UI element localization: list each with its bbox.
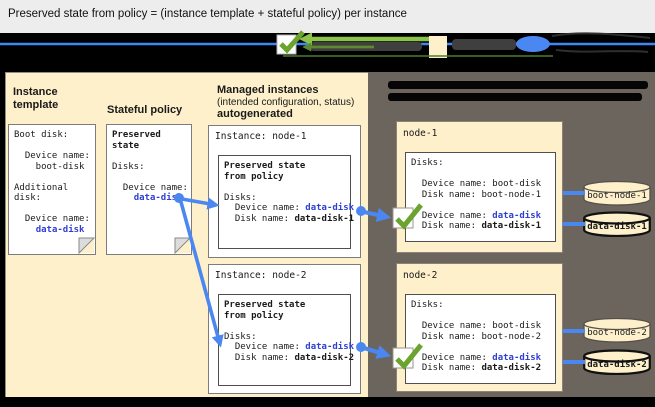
- bottom-bar: [0, 397, 655, 407]
- managed-instances-subheading: (intended configuration, status): [217, 97, 355, 108]
- disk-cylinder-boot-node-1: boot-node-1: [583, 180, 651, 206]
- mig-config-panel: Instance template Stateful policy Manage…: [5, 72, 369, 398]
- instance-template-doc: Boot disk: Device name: boot-disk Additi…: [8, 124, 96, 255]
- legend-scribble: [551, 32, 651, 39]
- legend-check-icon: [276, 30, 305, 55]
- vm-disks-box-node-1: Disks: Device name: boot-disk Disk name:…: [405, 152, 556, 242]
- title-bar: Preserved state from policy = (instance …: [0, 0, 655, 33]
- disk-icon: [583, 211, 651, 237]
- legend-bar: [0, 30, 655, 58]
- vm-instances-panel: node-1 Disks: Device name: boot-disk Dis…: [368, 72, 655, 397]
- vm-disks-content: Disks: Device name: boot-disk Disk name:…: [411, 300, 542, 373]
- legend-disk-swatch: [429, 36, 447, 58]
- managed-instance-title: Instance: node-1: [215, 131, 307, 142]
- disk-label: boot-node-2: [587, 328, 647, 338]
- vm-disks-content: Disks: Device name: boot-disk Disk name:…: [411, 158, 542, 231]
- page-title: Preserved state from policy = (instance …: [8, 8, 407, 20]
- disk-cylinder-data-disk-1: data-disk-1: [583, 211, 651, 237]
- vm-node-name: node-2: [403, 270, 438, 281]
- stateful-policy-heading: Stateful policy: [107, 104, 183, 116]
- managed-instance-title: Instance: node-2: [215, 270, 307, 281]
- legend-scribble: [555, 49, 649, 53]
- disk-icon: [583, 317, 651, 343]
- vm-node-name: node-1: [403, 128, 438, 139]
- vm-disks-box-node-2: Disks: Device name: boot-disk Disk name:…: [405, 294, 556, 384]
- disk-cylinder-data-disk-2: data-disk-2: [583, 349, 651, 375]
- disk-label: boot-node-1: [587, 191, 647, 201]
- panel-heading-redacted-line: [388, 81, 648, 89]
- vm-node-2: node-2 Disks: Device name: boot-disk Dis…: [396, 263, 563, 392]
- disk-icon: [583, 349, 651, 375]
- disk-cylinder-boot-node-2: boot-node-2: [583, 317, 651, 343]
- managed-instances-heading: Managed instances: [217, 84, 319, 96]
- vm-node-1: node-1 Disks: Device name: boot-disk Dis…: [396, 121, 563, 253]
- panel-heading-redacted-line: [388, 93, 642, 101]
- disk-icon: [583, 180, 651, 206]
- legend-redacted-text: [452, 39, 516, 50]
- legend-instance-ellipse: [516, 36, 550, 52]
- legend-redacted-text: [310, 42, 422, 51]
- instance-template-content: Boot disk: Device name: boot-disk Additi…: [14, 130, 90, 235]
- disk-label: data-disk-1: [587, 222, 647, 232]
- managed-instances-autogenerated: autogenerated: [217, 108, 293, 120]
- disk-label: data-disk-2: [587, 360, 647, 370]
- instance-template-heading: Instance template: [13, 86, 59, 111]
